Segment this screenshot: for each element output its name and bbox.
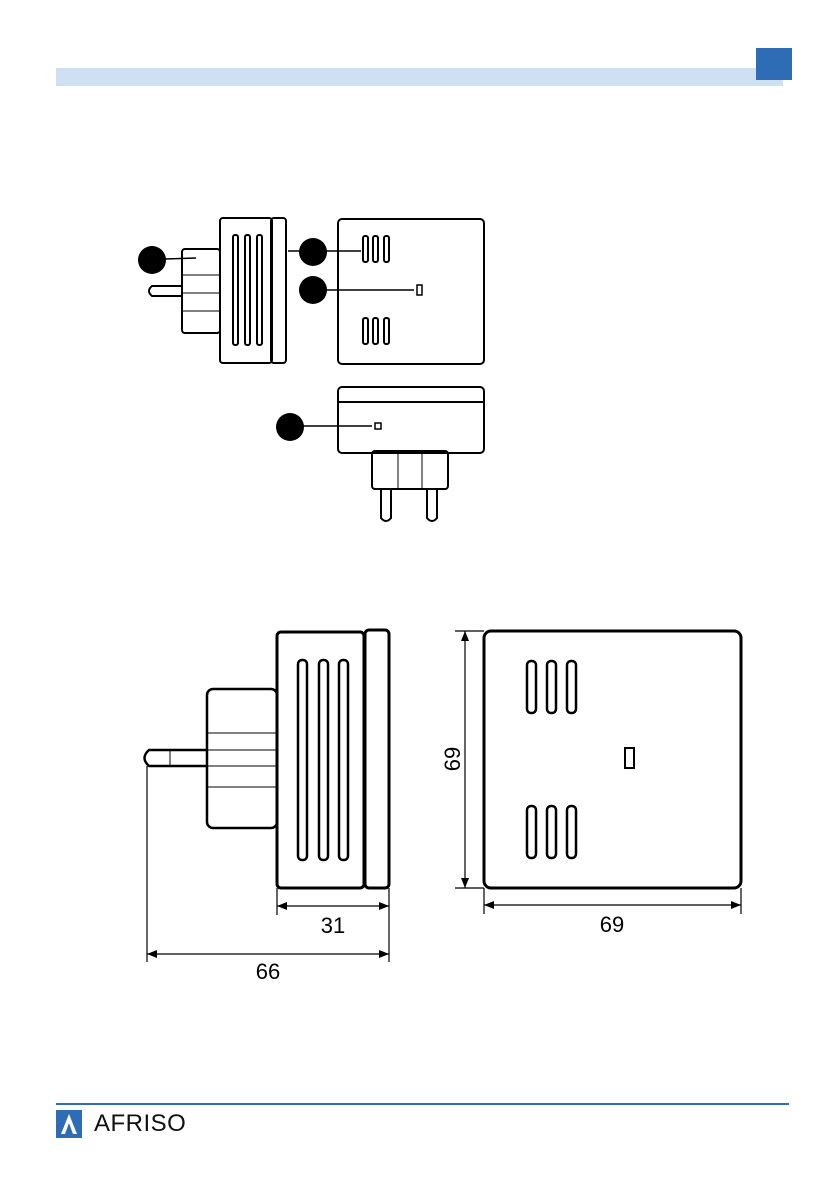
dimension-drawing: 31 66 69 69: [0, 0, 840, 1000]
afriso-logo-icon: [56, 1110, 82, 1138]
brand-name: AFRISO: [94, 1110, 186, 1138]
dim-front-width: 69: [600, 912, 624, 937]
dim-side-depth: 31: [321, 913, 345, 938]
dim-total-depth: 66: [256, 959, 280, 984]
dim-front-height: 69: [440, 747, 465, 771]
footer-divider: [56, 1103, 789, 1105]
footer-logo: AFRISO: [56, 1110, 186, 1138]
